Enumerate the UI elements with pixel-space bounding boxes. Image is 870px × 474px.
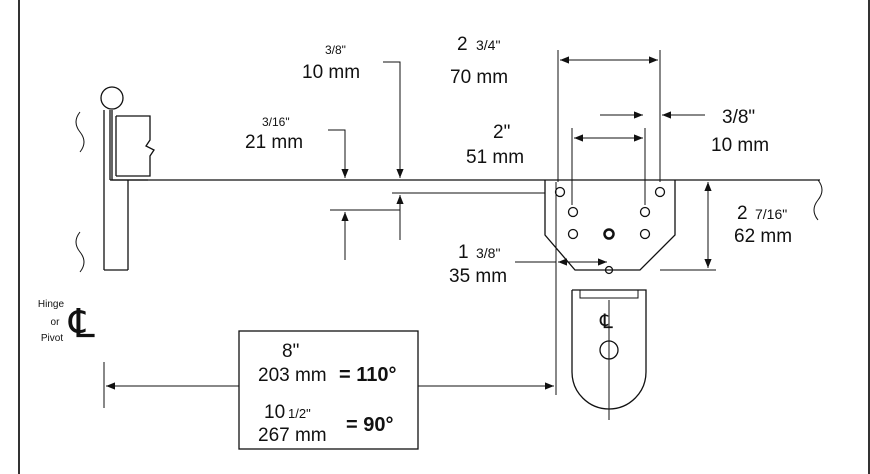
hole-top-right bbox=[654, 186, 666, 198]
dim-3-8-inch: 3/8" bbox=[325, 43, 346, 57]
dimension-3-8-top: 3/8" 10 mm bbox=[302, 43, 545, 240]
dim-35-mm: 35 mm bbox=[449, 266, 507, 287]
dim-2-3-4-whole: 2 bbox=[457, 34, 468, 55]
row2-inch-whole: 10 bbox=[264, 402, 285, 423]
dim-2-3-4-frac: 3/4" bbox=[476, 37, 500, 53]
row1-angle: = 110° bbox=[339, 364, 397, 386]
dim-1-3-8-whole: 1 bbox=[458, 242, 469, 263]
dim-2-7-16-whole: 2 bbox=[737, 203, 748, 224]
hole-second-left bbox=[567, 206, 579, 218]
row2-mm: 267 mm bbox=[258, 425, 327, 446]
hole-center bbox=[603, 228, 615, 240]
dim-3-16-inch: 3/16" bbox=[262, 115, 290, 129]
dim-2-inch: 2" bbox=[493, 122, 510, 143]
hole-third-left bbox=[567, 228, 579, 240]
dim-3-8-inch-right: 3/8" bbox=[722, 107, 755, 128]
arm: ℄ bbox=[571, 289, 647, 420]
arm-centerline-symbol: ℄ bbox=[599, 311, 613, 333]
dim-70-mm: 70 mm bbox=[450, 67, 508, 88]
hole-top-left bbox=[554, 186, 566, 198]
row1-mm: 203 mm bbox=[258, 365, 327, 386]
dimension-2-7-16: 2 7/16" 62 mm bbox=[660, 179, 792, 271]
dim-10-mm-right: 10 mm bbox=[711, 135, 769, 156]
hinge-label: Hinge bbox=[38, 299, 65, 310]
hole-bottom bbox=[604, 265, 614, 275]
hinge-pivot-centerline: Hinge or Pivot ℄ bbox=[38, 299, 105, 408]
row1-inch: 8" bbox=[282, 341, 299, 362]
pivot-centerline-symbol: ℄ bbox=[68, 302, 95, 346]
dimension-2-3-4: 2 3/4" 70 mm bbox=[450, 34, 661, 182]
dimension-2: 2" 51 mm bbox=[466, 122, 646, 205]
pivot-label: Pivot bbox=[41, 333, 63, 344]
dim-1-3-8-frac: 3/8" bbox=[476, 245, 500, 261]
dim-2-7-16-frac: 7/16" bbox=[755, 206, 787, 222]
dim-51-mm: 51 mm bbox=[466, 147, 524, 168]
angle-box: 8" 203 mm = 110° 10 1/2" 267 mm = 90° bbox=[238, 330, 419, 450]
dimension-3-16: 3/16" 21 mm bbox=[245, 115, 400, 260]
dim-62-mm: 62 mm bbox=[734, 226, 792, 247]
or-label: or bbox=[51, 317, 61, 328]
dimension-1-3-8: 1 3/8" 35 mm bbox=[449, 242, 607, 287]
row2-angle: = 90° bbox=[346, 414, 393, 436]
page-border bbox=[18, 0, 870, 474]
dim-10-mm: 10 mm bbox=[302, 62, 360, 83]
row2-inch-frac: 1/2" bbox=[288, 406, 311, 421]
dimension-3-8-right: 3/8" 10 mm bbox=[600, 107, 769, 156]
hinge-to-plate-dimension bbox=[106, 182, 557, 395]
mounting-plate bbox=[544, 180, 676, 275]
hinge-knuckle bbox=[100, 86, 124, 110]
dim-21-mm: 21 mm bbox=[245, 132, 303, 153]
hole-second-right bbox=[639, 206, 651, 218]
hole-third-right bbox=[639, 228, 651, 240]
